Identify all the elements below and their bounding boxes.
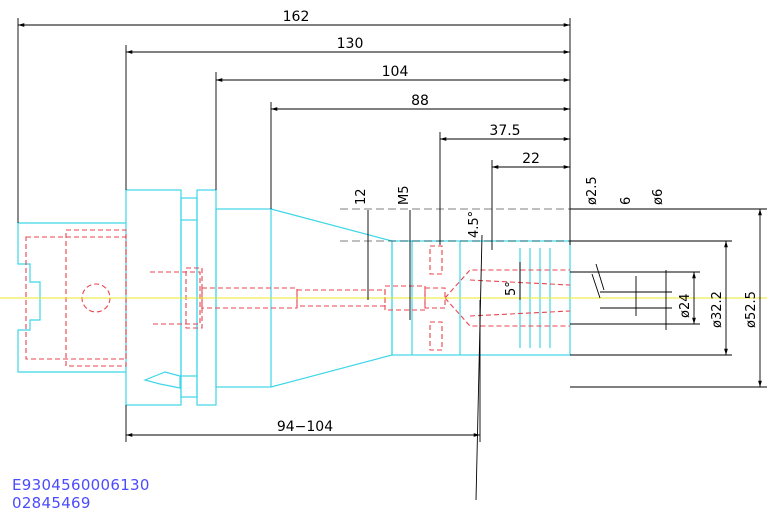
dim-12: 12 [354,188,369,205]
dim-104: 104 [382,64,409,80]
dim-dia-2-5: ø2.5 [585,176,600,205]
dim-dia-32-2: ø32.2 [710,291,725,328]
dim-22: 22 [522,151,540,167]
dim-130: 130 [337,36,364,52]
holder-outline [17,189,571,406]
part-code-2: 02845469 [12,494,91,512]
dim-dia-6: ø6 [651,189,666,205]
dim-dia-52-5: ø52.5 [744,291,759,328]
dim-94-104: 94−104 [277,419,333,435]
part-code-1: E9304560006130 [12,476,150,494]
dim-37-5: 37.5 [489,123,520,139]
dim-m5: M5 [397,186,412,206]
dim-5-deg: 5° [504,281,519,296]
dim-162: 162 [283,9,310,25]
dim-4-5-deg: 4.5° [467,211,482,238]
dim-88: 88 [411,93,429,109]
dim-dia-24: ø24 [678,294,693,319]
part-codes: E9304560006130 02845469 [12,476,150,512]
dimension-labels: 162 130 104 88 37.5 22 94−104 12 M5 4.5°… [277,9,759,435]
dim-6: 6 [619,197,634,205]
dimension-lines [17,18,767,501]
